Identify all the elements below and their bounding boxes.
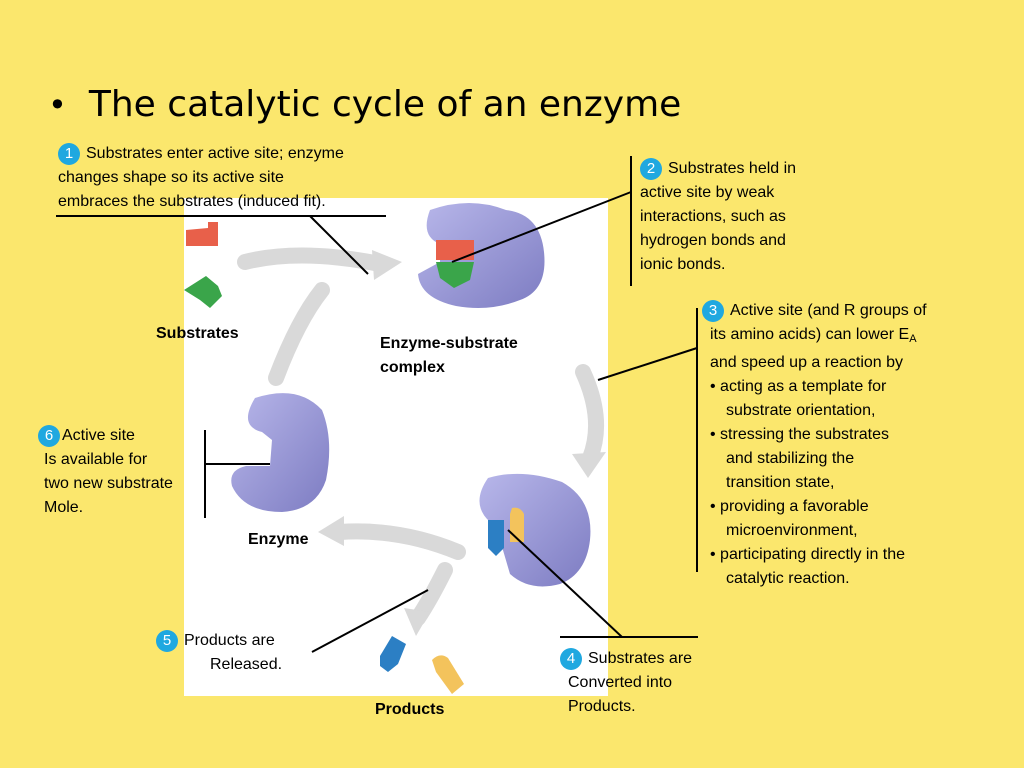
- arrow-complex-to-products: [575, 364, 605, 466]
- step-3-line-1: Active site (and R groups of: [730, 302, 927, 319]
- cycle-arrows: [237, 247, 605, 626]
- step-2-line-5: ionic bonds.: [640, 256, 726, 273]
- label-enzyme: Enzyme: [248, 531, 309, 548]
- step-4-text: 4 Substrates are Converted into Products.: [560, 647, 692, 719]
- product-blue-in-complex: [488, 520, 504, 556]
- label-enzyme-substrate-complex-2: complex: [380, 359, 445, 376]
- step-3-bullet-4: • participating directly in the: [710, 546, 906, 563]
- step-4-line-3: Products.: [568, 698, 636, 715]
- step-2-badge: 2: [640, 157, 662, 180]
- enzyme-shape: [231, 393, 330, 512]
- step-6-line-3: two new substrate: [44, 475, 173, 492]
- complex-green-substrate: [436, 262, 474, 288]
- title-bullet: •: [48, 85, 67, 124]
- product-yellow-in-complex: [510, 507, 524, 542]
- step-5-badge: 5: [156, 629, 178, 652]
- step-1-badge: 1: [58, 142, 80, 165]
- step-3-badge: 3: [702, 299, 724, 322]
- arrow-heads: [318, 250, 606, 636]
- step-6-line-4: Mole.: [44, 499, 84, 516]
- step-3-line-2: its amino acids) can lower E: [710, 326, 910, 343]
- arrow-enzyme-to-substrates: [268, 282, 330, 386]
- label-enzyme-substrate-complex: Enzyme-substrate: [380, 335, 518, 352]
- label-substrates: Substrates: [156, 325, 239, 342]
- step-1-line-1: Substrates enter active site; enzyme: [86, 145, 344, 162]
- complex-red-substrate: [436, 240, 474, 260]
- slide-title-row: • The catalytic cycle of an enzyme: [48, 84, 681, 125]
- step-3-line-3: and speed up a reaction by: [710, 354, 904, 371]
- step-3-bullet-2-cont-1: and stabilizing the: [726, 450, 855, 467]
- step-2-line-4: hydrogen bonds and: [640, 232, 786, 249]
- step-5-line-2: Released.: [210, 656, 283, 673]
- step-3-bullet-2-cont-2: transition state,: [726, 474, 835, 491]
- step-3-subscript: A: [909, 333, 917, 345]
- substrate-red-shape: [186, 222, 218, 246]
- step-4-line-2: Converted into: [568, 674, 673, 691]
- slide-title: The catalytic cycle of an enzyme: [88, 84, 682, 125]
- substrate-green-shape: [184, 276, 222, 308]
- step-4-line-1: Substrates are: [588, 650, 693, 667]
- step-5-line-1: Products are: [184, 632, 275, 649]
- leader-lines: [56, 156, 698, 653]
- step-2-line-2: active site by weak: [640, 184, 775, 201]
- step-3-text: 3 Active site (and R groups of its amino …: [702, 299, 927, 591]
- step-1-line-2: changes shape so its active site: [58, 169, 284, 186]
- step-3-bullet-1: • acting as a template for: [710, 378, 887, 395]
- step-2-line-1: Substrates held in: [668, 160, 797, 177]
- label-products: Products: [375, 701, 445, 718]
- product-yellow-shape: [432, 655, 464, 694]
- step-3-bullet-4-cont: catalytic reaction.: [726, 570, 850, 587]
- step-2-line-3: interactions, such as: [640, 208, 786, 225]
- step-3-bullet-3-cont: microenvironment,: [726, 522, 858, 539]
- arrow-to-enzyme: [332, 523, 466, 560]
- step-6-badge: 6: [38, 424, 60, 447]
- step-3-bullet-1-cont: substrate orientation,: [726, 402, 876, 419]
- product-complex-enzyme-shape: [479, 473, 591, 587]
- step-3-bullet-3: • providing a favorable: [710, 498, 869, 515]
- product-blue-shape: [380, 636, 406, 672]
- step-6-line-2: Is available for: [44, 451, 148, 468]
- step-3-bullet-2: • stressing the substrates: [710, 426, 890, 443]
- step-6-line-1: Active site: [62, 427, 135, 444]
- arrow-to-complex: [237, 247, 388, 272]
- step-1-line-3: embraces the substrates (induced fit).: [58, 193, 326, 210]
- step-4-badge: 4: [560, 647, 582, 670]
- step-5-text: 5 Products are Released.: [156, 629, 282, 677]
- step-1-text: 1 Substrates enter active site; enzyme ch…: [58, 142, 344, 214]
